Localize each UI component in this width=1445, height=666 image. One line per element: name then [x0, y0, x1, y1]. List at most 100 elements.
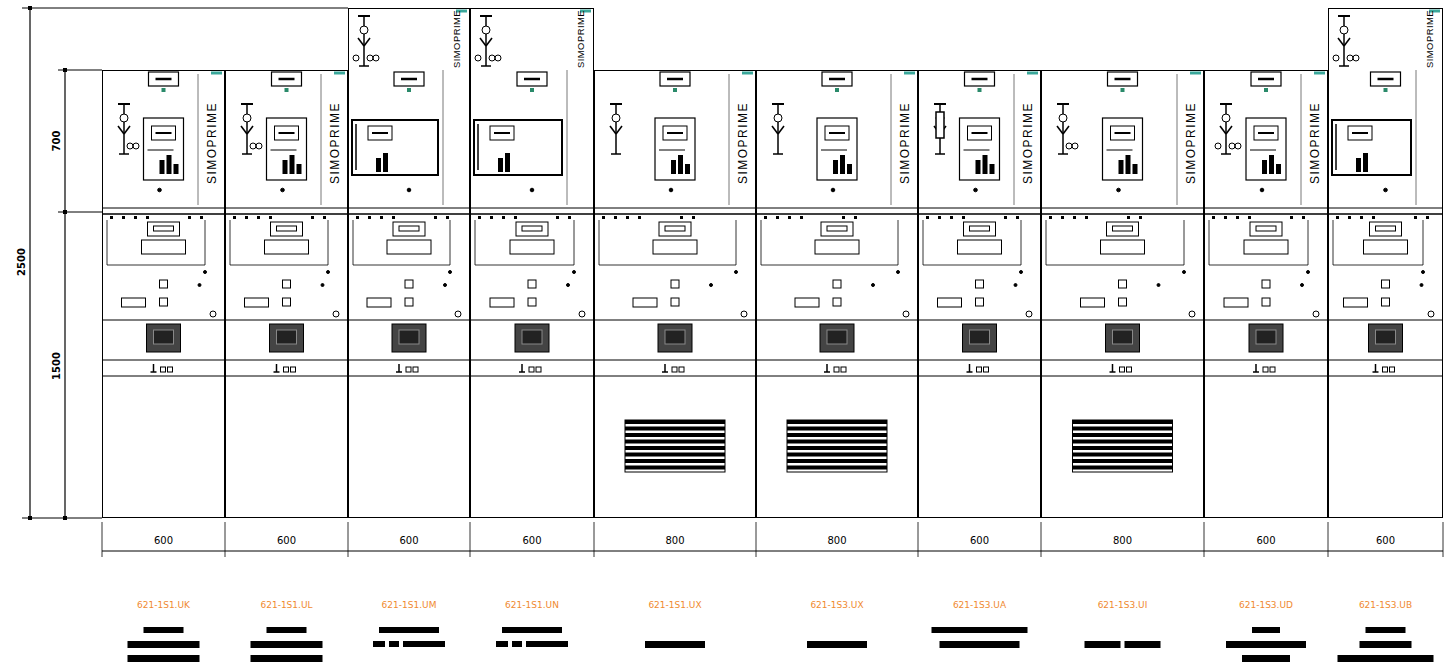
drawing-rect — [1256, 330, 1276, 344]
drawing-circle — [1157, 284, 1160, 287]
drawing-rect — [602, 216, 605, 219]
drawing-rect — [1302, 216, 1305, 219]
width-dimension: 600 — [153, 536, 174, 546]
drawing-circle — [1313, 311, 1319, 317]
drawing-rect — [405, 298, 413, 306]
width-dimension: 600 — [276, 536, 297, 546]
drawing-rect — [960, 118, 1000, 180]
drawing-rect — [277, 226, 297, 231]
drawing-circle — [210, 311, 216, 317]
panel-code: 621-1S3.UD — [1238, 601, 1294, 610]
drawing-rect — [787, 440, 887, 444]
drawing-rect — [526, 641, 568, 647]
drawing-rect — [1248, 216, 1251, 219]
drawing-rect — [267, 627, 307, 633]
drawing-line — [321, 74, 322, 205]
drawing-rect — [512, 641, 522, 647]
drawing-rect — [1224, 216, 1227, 219]
drawing-line — [1204, 320, 1328, 321]
drawing-rect — [1073, 420, 1173, 424]
drawing-rect — [63, 516, 67, 520]
drawing-rect — [1336, 216, 1339, 219]
drawing-line — [969, 364, 971, 372]
drawing-rect — [665, 226, 685, 231]
drawing-line — [1352, 132, 1368, 134]
drawing-rect — [1119, 280, 1127, 288]
drawing-line — [1062, 104, 1064, 154]
drawing-rect — [1125, 641, 1161, 648]
drawing-line — [1041, 320, 1204, 321]
drawing-line — [519, 371, 525, 373]
drawing-rect — [1426, 216, 1429, 219]
drawing-rect — [1126, 155, 1131, 174]
drawing-line — [156, 132, 172, 134]
drawing-line — [918, 213, 1041, 215]
drawing-rect — [976, 298, 984, 306]
drawing-rect — [958, 240, 1002, 254]
drawing-rect — [1376, 226, 1396, 231]
drawing-line — [1250, 150, 1276, 151]
drawing-line — [271, 150, 297, 151]
drawing-line — [891, 74, 892, 205]
drawing-rect — [1016, 216, 1019, 219]
drawing-circle — [1183, 271, 1186, 274]
drawing-line — [611, 153, 621, 155]
drawing-line — [242, 153, 252, 155]
drawing-rect — [1414, 216, 1417, 219]
drawing-rect — [160, 298, 168, 306]
drawing-rect — [1224, 298, 1248, 307]
drawing-circle — [1215, 143, 1221, 149]
drawing-rect — [284, 367, 289, 372]
drawing-line — [1107, 150, 1133, 151]
drawing-line — [761, 265, 898, 266]
drawing-circle — [612, 114, 620, 122]
drawing-line — [486, 38, 492, 46]
drawing-line — [124, 126, 130, 134]
drawing-circle — [1117, 188, 1121, 192]
drawing-rect — [1133, 164, 1138, 174]
drawing-rect — [1276, 164, 1281, 174]
drawing-rect — [1073, 440, 1173, 444]
drawing-line — [1041, 376, 1204, 377]
drawing-rect — [671, 298, 679, 306]
drawing-line — [772, 126, 778, 134]
drawing-rect — [1262, 160, 1267, 174]
width-dimension: 600 — [521, 536, 542, 546]
drawing-circle — [1307, 271, 1310, 274]
drawing-rect — [663, 126, 687, 140]
drawing-rect — [787, 459, 887, 463]
drawing-rect — [1256, 226, 1276, 231]
drawing-line — [102, 213, 225, 215]
drawing-rect — [1073, 453, 1173, 457]
drawing-line — [1014, 74, 1015, 205]
drawing-line — [904, 72, 915, 75]
drawing-line — [1373, 371, 1379, 373]
drawing-rect — [645, 641, 705, 648]
drawing-line — [1338, 38, 1344, 46]
drawing-line — [485, 16, 487, 66]
drawing-line — [1115, 132, 1131, 134]
drawing-line — [761, 220, 762, 265]
drawing-circle — [1301, 284, 1304, 287]
width-dimension: 800 — [664, 536, 685, 546]
drawing-rect — [847, 164, 852, 174]
drawing-rect — [1249, 324, 1283, 352]
drawing-line — [1255, 364, 1257, 372]
drawing-line — [1416, 70, 1417, 205]
drawing-line — [396, 371, 402, 373]
drawing-rect — [679, 367, 684, 372]
drawing-rect — [965, 72, 995, 86]
drawing-rect — [556, 216, 559, 219]
switchgear-panel: SIMOPRIME — [918, 70, 1041, 518]
drawing-rect — [1121, 88, 1125, 92]
drawing-line — [1333, 265, 1423, 266]
drawing-line — [1258, 132, 1274, 134]
drawing-line — [102, 360, 225, 361]
drawing-circle — [1235, 143, 1241, 149]
drawing-rect — [835, 88, 839, 92]
drawing-rect — [245, 216, 248, 219]
drawing-line — [594, 208, 756, 209]
width-dimension: 600 — [969, 536, 990, 546]
drawing-rect — [517, 72, 547, 86]
